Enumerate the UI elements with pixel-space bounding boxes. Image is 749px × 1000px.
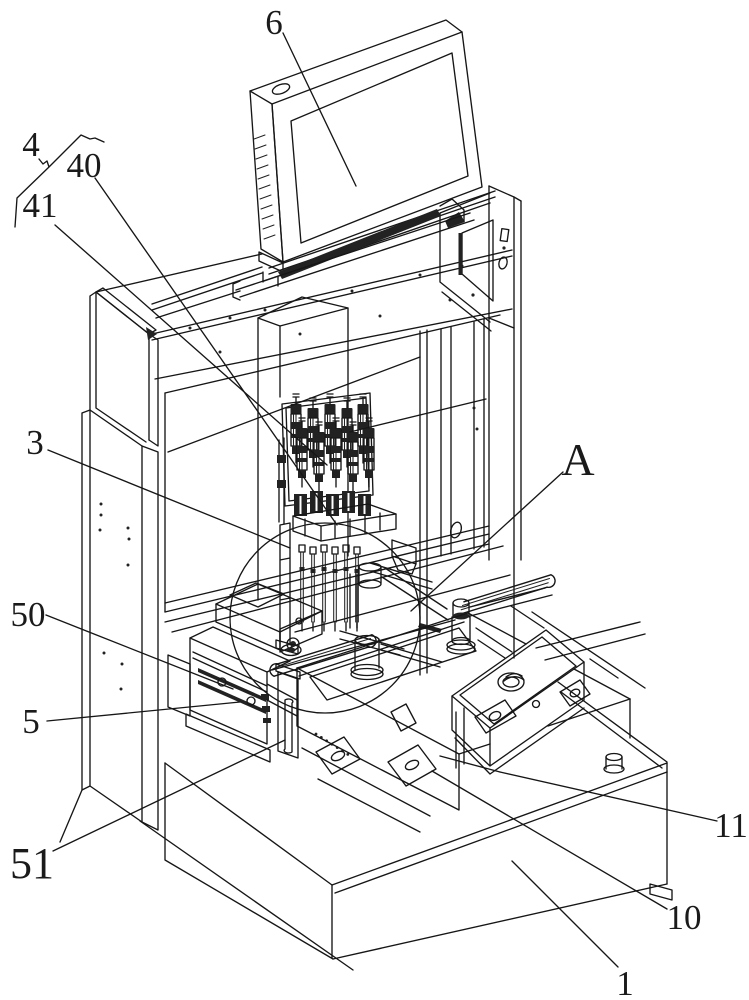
- svg-text:5: 5: [22, 702, 40, 741]
- svg-text:40: 40: [67, 146, 102, 185]
- svg-text:41: 41: [23, 186, 58, 225]
- svg-text:3: 3: [26, 423, 44, 462]
- svg-text:4: 4: [22, 125, 40, 164]
- svg-text:6: 6: [265, 3, 283, 42]
- svg-text:10: 10: [667, 898, 702, 937]
- svg-text:1: 1: [616, 964, 634, 1000]
- svg-text:A: A: [561, 434, 594, 485]
- svg-text:50: 50: [11, 595, 46, 634]
- svg-text:51: 51: [10, 839, 54, 888]
- svg-text:11: 11: [714, 806, 748, 845]
